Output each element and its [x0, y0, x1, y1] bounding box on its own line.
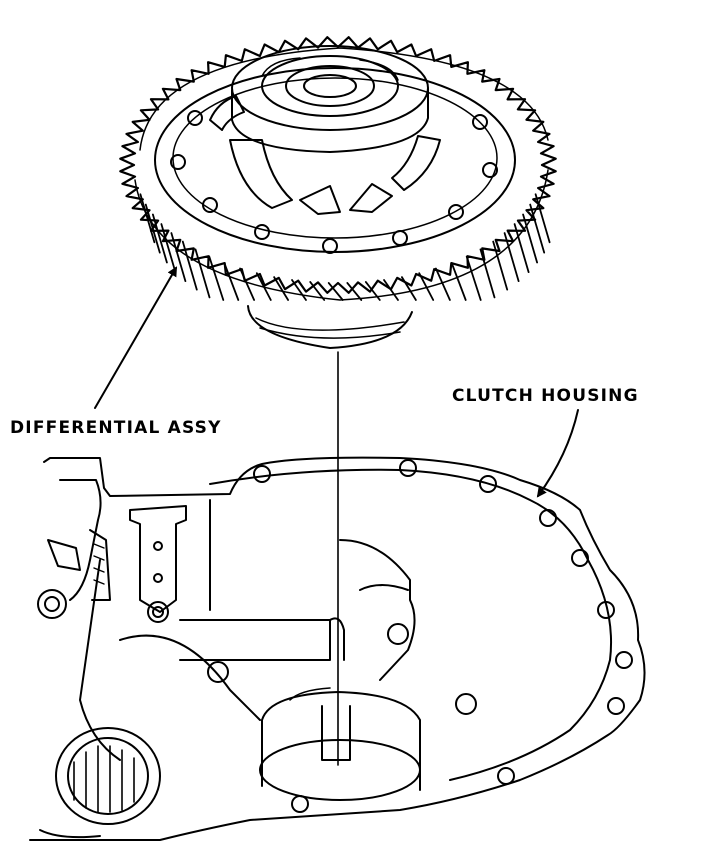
gear-helix-line — [194, 248, 211, 299]
gear-helix-line — [450, 262, 467, 301]
differential-case — [154, 67, 516, 254]
gear-helix-line — [309, 280, 326, 301]
gear-helix-line — [223, 262, 240, 301]
gear-helix-line — [208, 255, 225, 301]
gear-helix-line — [291, 279, 307, 301]
ring-gear — [119, 36, 557, 301]
gear-helix-line — [492, 240, 509, 291]
clutch-leader — [536, 409, 579, 498]
differential-leader — [94, 266, 178, 409]
gear-helix-line — [139, 193, 156, 244]
gear-helix-line — [434, 267, 451, 301]
gear-helix-line — [160, 223, 177, 274]
gear-helix-line — [273, 276, 290, 301]
gear-helix-line — [383, 279, 399, 301]
clutch-housing — [29, 456, 646, 841]
gear-helix-line — [346, 281, 363, 301]
gear-helix-line — [465, 255, 482, 301]
gear-helix-line — [522, 213, 538, 264]
gear-helix-line — [400, 276, 417, 301]
differential-assy-label: DIFFERENTIAL ASSY — [10, 418, 222, 438]
upper-bearing — [231, 45, 429, 153]
gear-helix-line — [170, 232, 187, 283]
gear-helix-line — [327, 281, 344, 301]
lower-bearing — [247, 305, 413, 349]
gear-helix-line — [151, 213, 168, 264]
gear-helix-line — [479, 248, 496, 299]
gear-helix-line — [255, 272, 272, 301]
gear-helix-line — [418, 272, 435, 301]
gear-helix-line — [364, 280, 381, 301]
gear-helix-line — [239, 267, 256, 301]
gear-helix-line — [144, 203, 161, 254]
gear-helix-line — [181, 240, 198, 291]
gear-helix-line — [529, 203, 546, 254]
gear-helix-line — [534, 193, 551, 244]
clutch-housing-label: CLUTCH HOUSING — [452, 386, 639, 406]
gear-helix-line — [503, 232, 520, 283]
gear-helix-line — [513, 223, 530, 274]
differential-assy — [119, 36, 557, 349]
